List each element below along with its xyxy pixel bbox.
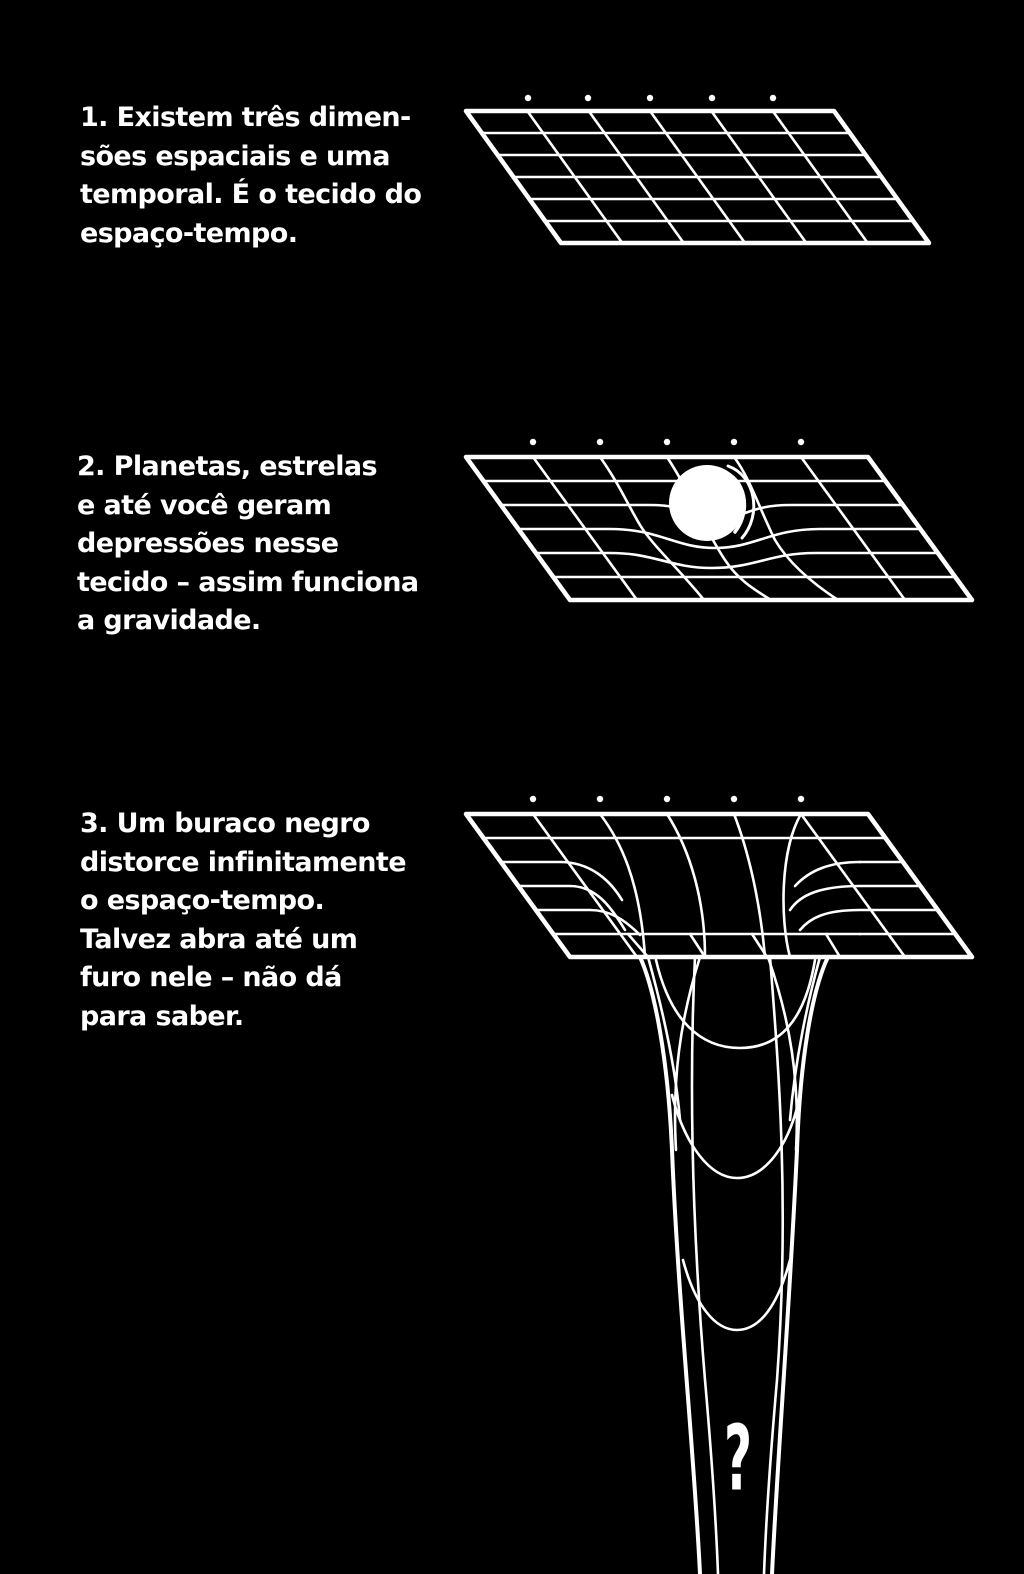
caption-line: espaço-tempo.: [80, 217, 298, 249]
dimension-dots: [529, 438, 805, 446]
caption-line: furo nele – não dá: [80, 962, 342, 993]
step-2-caption: 2. Planetas, estrelas e até você geram d…: [77, 448, 419, 641]
caption-line: temporal. É o tecido do: [80, 179, 422, 210]
caption-line: o espaço-tempo.: [80, 885, 325, 916]
caption-line: 1. Existem três dimen-: [80, 102, 411, 133]
caption-line: distorce infinitamente: [80, 846, 407, 878]
dimension-dots: [529, 795, 805, 803]
step-1-caption: 1. Existem três dimen- sões espaciais e …: [80, 99, 422, 253]
question-mark: ?: [724, 1406, 752, 1511]
dimension-dots: [524, 94, 777, 102]
caption-line: tecido – assim funciona: [77, 566, 419, 598]
caption-line: depressões nesse: [77, 528, 339, 559]
caption-line: e até você geram: [77, 489, 332, 521]
caption-line: a gravidade.: [77, 605, 261, 636]
caption-line: para saber.: [80, 1000, 244, 1032]
flat-spacetime-grid: [463, 94, 932, 246]
black-hole-grid: ?: [463, 795, 975, 1574]
caption-line: Talvez abra até um: [80, 923, 358, 955]
caption-line: 2. Planetas, estrelas: [77, 451, 378, 482]
step-3-caption: 3. Um buraco negro distorce infinitament…: [80, 805, 407, 1036]
caption-line: 3. Um buraco negro: [80, 808, 370, 839]
caption-line: sões espaciais e uma: [80, 140, 390, 172]
curved-spacetime-grid: [463, 438, 975, 603]
planet-icon: [669, 464, 756, 541]
